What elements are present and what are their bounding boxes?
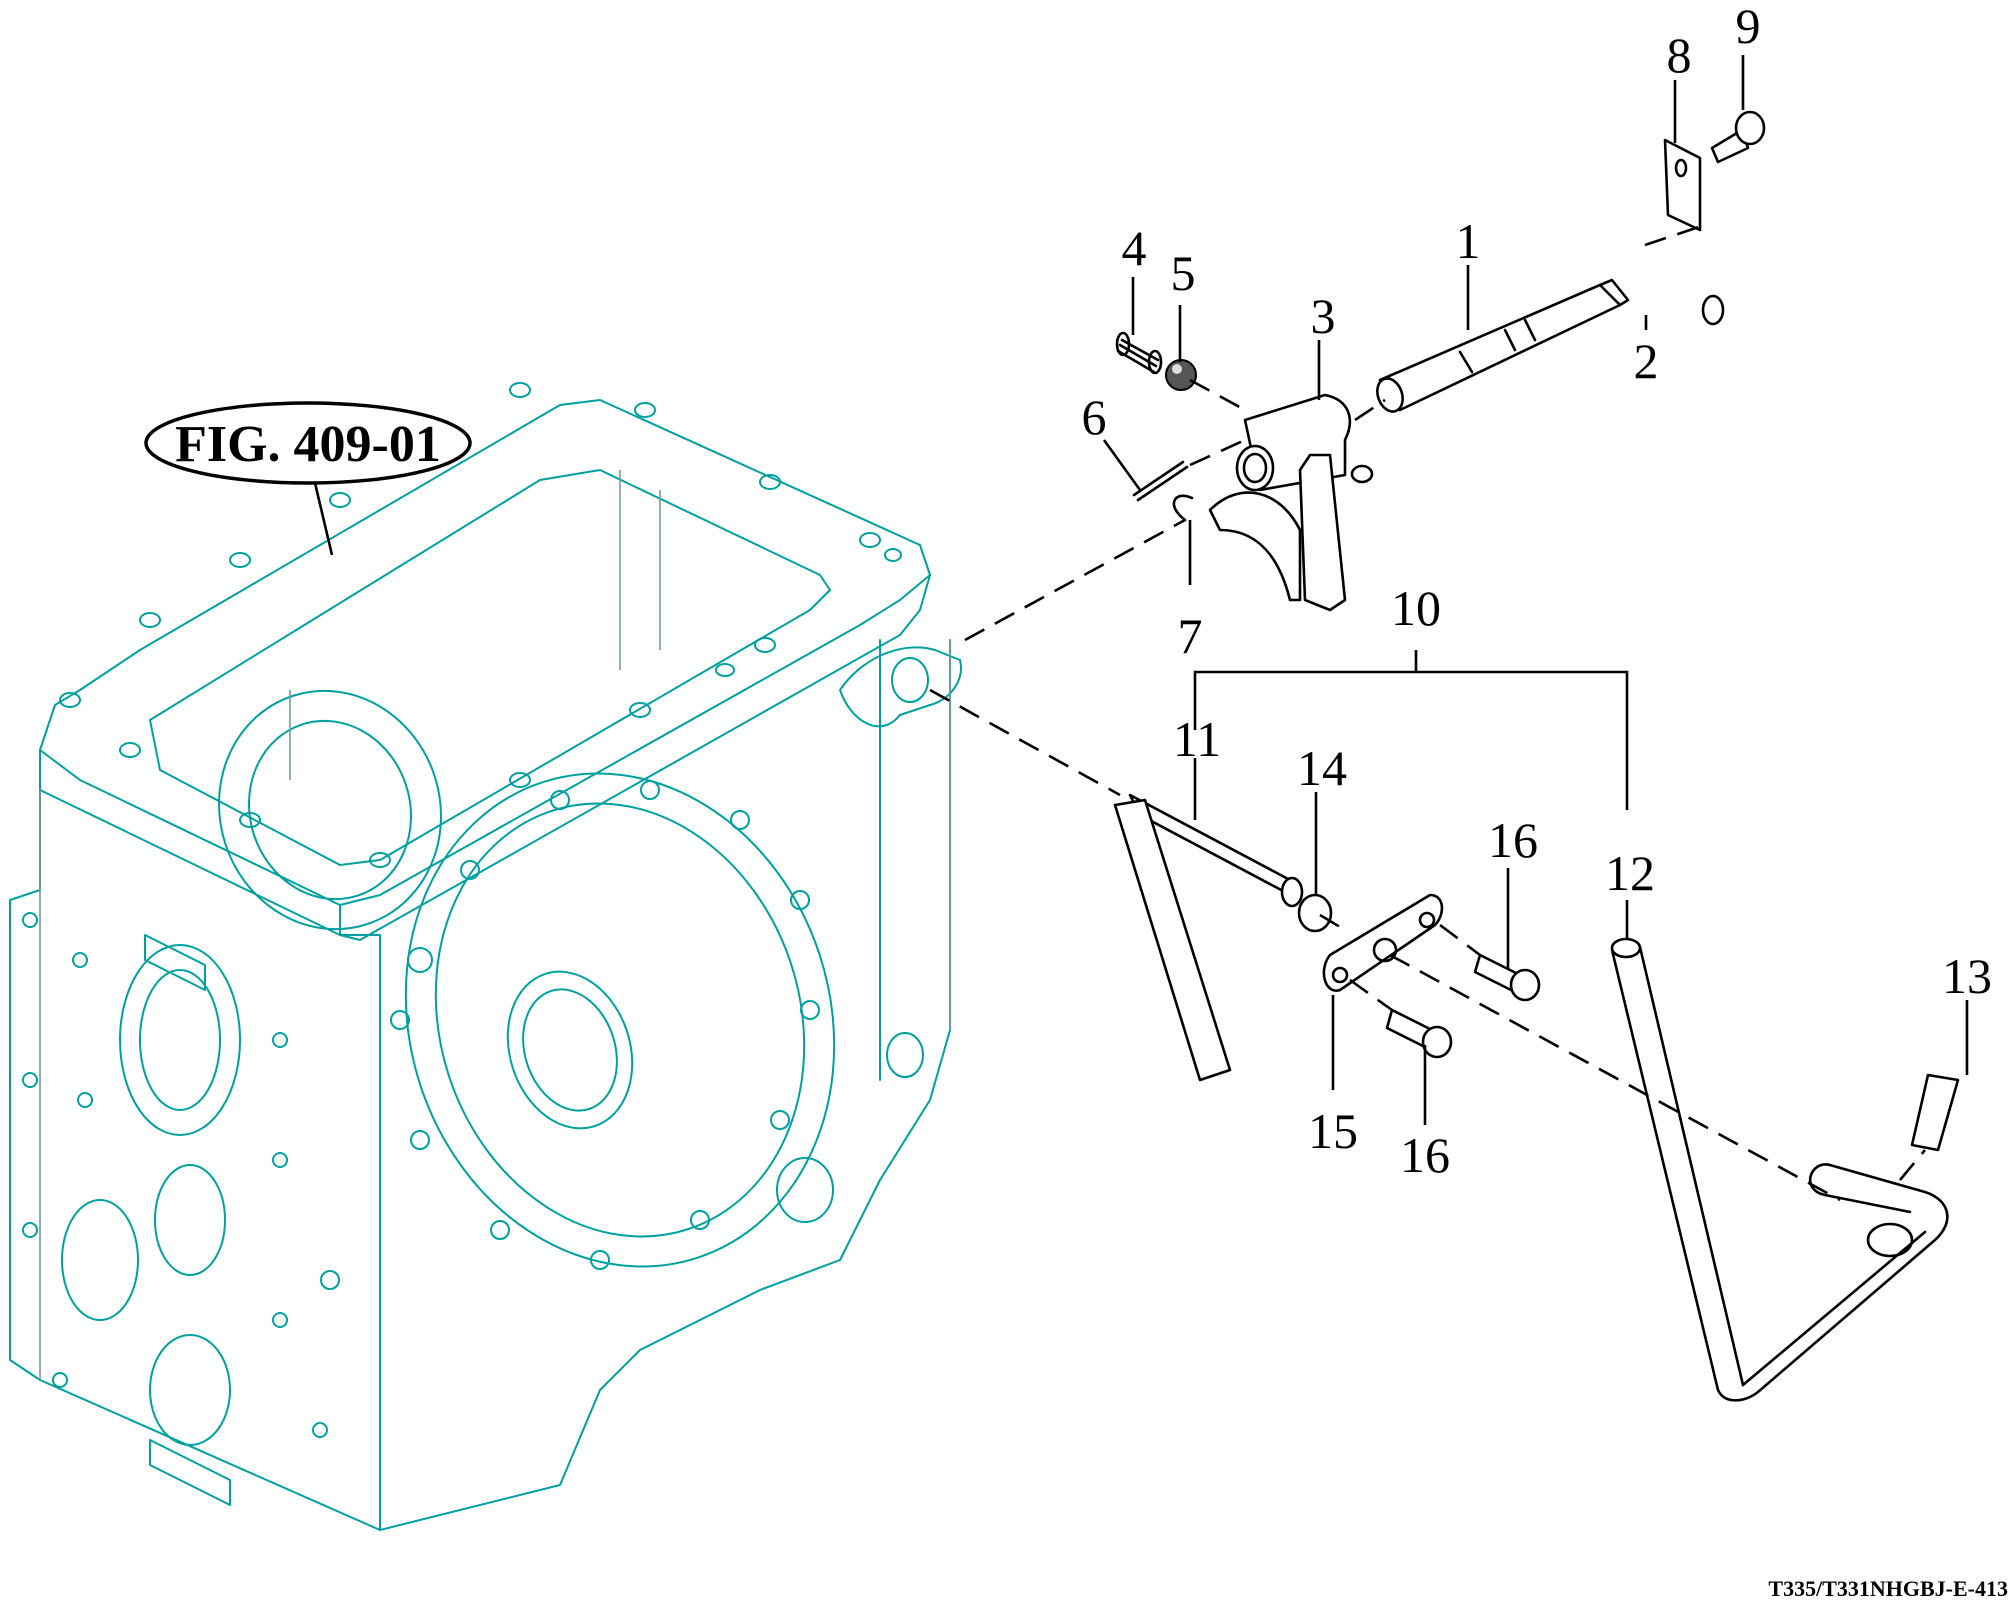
part-2-o-ring[interactable]: [1701, 294, 1725, 326]
figure-reference-text: FIG. 409-01: [175, 416, 441, 473]
part-13-roll-pin[interactable]: [1910, 1073, 1960, 1152]
part-7-snap-ring[interactable]: [1172, 494, 1194, 522]
part-14-o-ring[interactable]: [1297, 893, 1333, 933]
part-9-bolt[interactable]: [1710, 110, 1766, 164]
figure-reference-leader: [313, 482, 334, 556]
callout-5[interactable]: 5: [1171, 245, 1196, 301]
transmission-housing: [9, 382, 962, 1531]
callout-11[interactable]: 11: [1173, 711, 1221, 767]
callout-2[interactable]: 2: [1634, 333, 1659, 389]
part-8-stopper-plate[interactable]: [1663, 138, 1702, 232]
callout-numbers: 1 2 3 4 5 6 7 8 9 10 11 12 13 14 15 16 1…: [1082, 0, 1993, 1183]
callout-1[interactable]: 1: [1456, 213, 1481, 269]
assembly-dashed-lines: [929, 223, 1926, 1202]
part-16-bolt-upper[interactable]: [1473, 953, 1541, 1002]
callout-16-lower[interactable]: 16: [1400, 1127, 1450, 1183]
part-3-shift-fork[interactable]: [1208, 393, 1374, 612]
document-code: T335/T331NHGBJ-E-413: [1768, 1576, 2008, 1601]
callout-13[interactable]: 13: [1942, 948, 1992, 1004]
callout-9[interactable]: 9: [1736, 0, 1761, 54]
part-11-lever-shaft[interactable]: [1113, 793, 1304, 1082]
callout-14[interactable]: 14: [1297, 740, 1347, 796]
part-15-retaining-plate[interactable]: [1322, 893, 1444, 992]
callout-7[interactable]: 7: [1178, 608, 1203, 664]
callout-4[interactable]: 4: [1122, 220, 1147, 276]
callout-leaders: [1102, 55, 1969, 1125]
part-16-bolt-lower[interactable]: [1385, 1008, 1453, 1059]
callout-6[interactable]: 6: [1082, 389, 1107, 445]
callout-8[interactable]: 8: [1667, 27, 1692, 83]
part-4-detent-spring[interactable]: [1115, 331, 1163, 375]
callout-3[interactable]: 3: [1311, 288, 1336, 344]
figure-reference-callout[interactable]: FIG. 409-01: [144, 401, 472, 556]
clutch-housing-holes: [390, 780, 820, 1270]
side-panel-holes: [22, 912, 340, 1438]
part-1-shift-rod[interactable]: [1373, 278, 1630, 415]
callout-16-upper[interactable]: 16: [1488, 812, 1538, 868]
callout-10[interactable]: 10: [1391, 580, 1441, 636]
part-12-pedal-lever[interactable]: [1610, 937, 1949, 1402]
callout-15[interactable]: 15: [1308, 1103, 1358, 1159]
part-5-detent-ball[interactable]: [1165, 359, 1197, 391]
callout-12[interactable]: 12: [1605, 845, 1655, 901]
part-6-spring-pin[interactable]: [1132, 460, 1189, 502]
